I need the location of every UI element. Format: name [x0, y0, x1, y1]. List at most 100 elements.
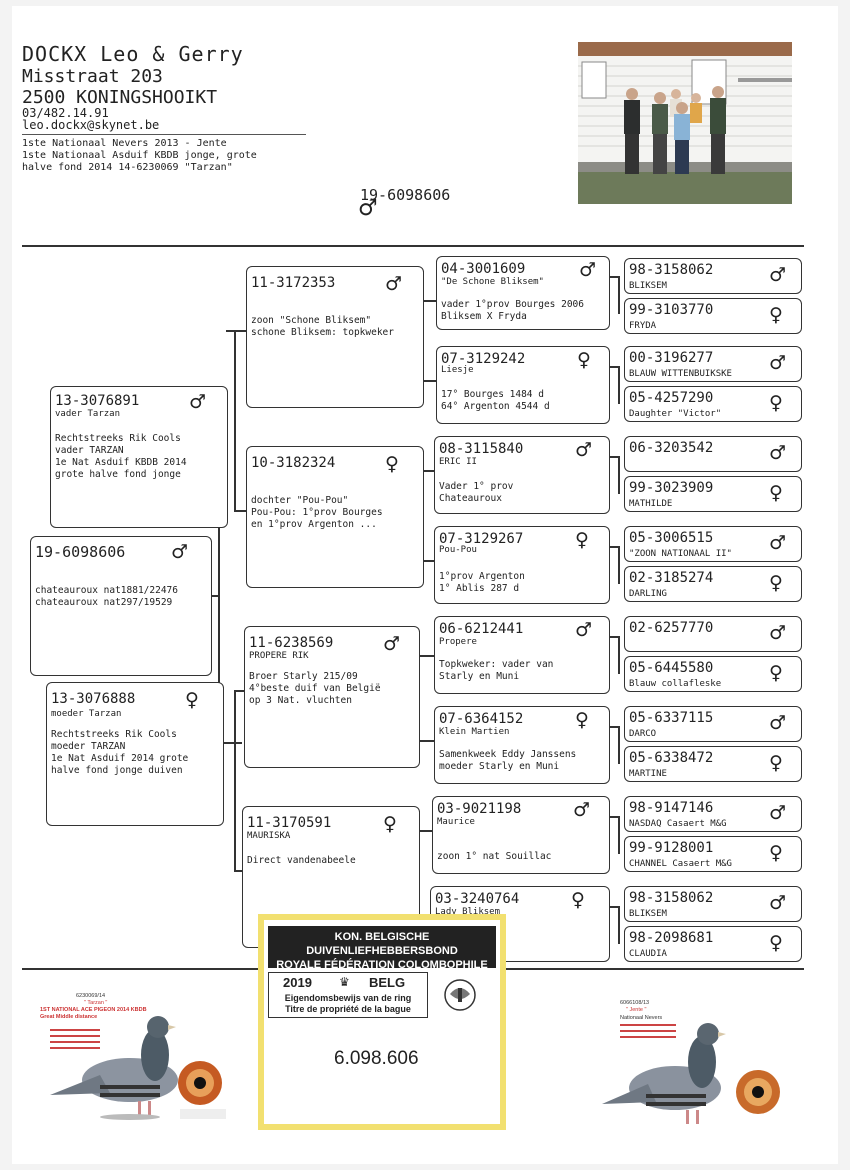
pedigree-grandparent[interactable]: 11-3172353 ♂ zoon "Schone Bliksem" schon… — [246, 266, 424, 408]
pedigree-sire[interactable]: 13-3076891 vader Tarzan ♂ Rechtstreeks R… — [50, 386, 228, 528]
ring-number: 02-3185274 — [629, 570, 714, 586]
male-icon: ♂ — [769, 712, 787, 734]
federation-banner: KON. BELGISCHE DUIVENLIEFHEBBERSBOND ROY… — [268, 926, 496, 985]
connector — [610, 546, 618, 548]
description: Rechtstreeks Rik Cools vader TARZAN 1e N… — [55, 433, 187, 480]
owner-city: 2500 KONINGSHOOIKT — [22, 87, 218, 108]
photo-ring: 6066108/13 — [620, 1000, 650, 1006]
description: Rechtstreeks Rik Cools moeder TARZAN 1e … — [51, 729, 189, 776]
pigeon-name: Daughter "Victor" — [629, 409, 722, 419]
ring-number: 98-3158062 — [629, 890, 714, 906]
ring-number: 98-2098681 — [629, 930, 714, 946]
pedigree-grandparent[interactable]: 11-6238569 PROPERE RIK ♂ Broer Starly 21… — [244, 626, 420, 768]
ring-certificate-box: 2019 ♛ BELG Eigendomsbewijs van de ring … — [268, 972, 428, 1018]
subject-ring: 19-6098606 — [360, 186, 451, 204]
owner-street: Misstraat 203 — [22, 66, 163, 87]
photo-ring: 6230069/14 — [76, 993, 106, 999]
pigeon-name: NASDAQ Casaert M&G — [629, 819, 727, 829]
ring-ownership-card: KON. BELGISCHE DUIVENLIEFHEBBERSBOND ROY… — [258, 914, 506, 1130]
pedigree-grandparent[interactable]: 10-3182324 ♀ dochter "Pou-Pou" Pou-Pou: … — [246, 446, 424, 588]
connector — [610, 276, 618, 278]
pigeon-name: BLIKSEM — [629, 909, 667, 919]
male-icon: ♂ — [769, 264, 787, 286]
ring-number: 99-3103770 — [629, 302, 714, 318]
federation-name-fr: ROYALE FÉDÉRATION COLOMBOPHILE BELGE — [276, 959, 488, 985]
owner-name: DOCKX Leo & Gerry — [22, 42, 244, 66]
pedigree-subject[interactable]: 19-6098606 ♂ chateauroux nat1881/22476 c… — [30, 536, 212, 676]
ownership-title-nl: Eigendomsbewijs van de ring — [284, 993, 412, 1003]
pedigree-great-great-grandparent[interactable]: 05-3006515"ZOON NATIONAAL II"♂ — [624, 526, 802, 562]
description: vader 1°prov Bourges 2006 Bliksem X Fryd… — [441, 299, 584, 322]
connector — [618, 366, 620, 404]
connector — [424, 300, 436, 302]
ring-card-number: 6.098.606 — [334, 1048, 419, 1069]
pedigree-dam[interactable]: 13-3076888 moeder Tarzan ♀ Rechtstreeks … — [46, 682, 224, 826]
photo-nick: " Tarzan " — [84, 1000, 108, 1006]
ring-number: 07-3129242 — [441, 351, 526, 367]
pedigree-great-grandparent[interactable]: 06-6212441 Propere ♂ Topkweker: vader va… — [434, 616, 610, 694]
female-icon: ♀ — [577, 349, 591, 371]
pigeon-name: Propere — [439, 637, 477, 647]
female-icon: ♀ — [575, 709, 589, 731]
male-icon: ♂ — [385, 273, 403, 295]
ring-number: 19-6098606 — [35, 543, 126, 561]
connector — [618, 816, 620, 854]
pedigree-great-grandparent[interactable]: 07-3129267 Pou-Pou ♀ 1°prov Argenton 1° … — [434, 526, 610, 604]
connector — [234, 330, 236, 510]
federation-name-nl: KON. BELGISCHE DUIVENLIEFHEBBERSBOND — [306, 931, 458, 957]
pedigree-great-great-grandparent[interactable]: 02-6257770♂ — [624, 616, 802, 652]
pedigree-great-grandparent[interactable]: 03-9021198 Maurice ♂ zoon 1° nat Souilla… — [432, 796, 610, 874]
pigeon-name: Maurice — [437, 817, 475, 827]
description: chateauroux nat1881/22476 chateauroux na… — [35, 585, 178, 608]
connector — [420, 740, 436, 742]
ring-number: 05-4257290 — [629, 390, 714, 406]
pigeon-name: DARCO — [629, 729, 657, 739]
pedigree-great-great-grandparent[interactable]: 06-3203542♂ — [624, 436, 802, 472]
ring-number: 98-3158062 — [629, 262, 714, 278]
connector — [618, 276, 620, 314]
ring-number: 02-6257770 — [629, 620, 714, 636]
owner-phone: 03/482.14.91 — [22, 106, 109, 120]
description: Vader 1° prov Chateauroux — [439, 481, 514, 504]
ring-number: 06-6212441 — [439, 621, 524, 637]
description: Samenkweek Eddy Janssens moeder Starly e… — [439, 749, 577, 772]
subject-male-icon: ♂ — [358, 196, 378, 221]
connector — [420, 830, 436, 832]
pedigree-great-grandparent[interactable]: 07-6364152 Klein Martien ♀ Samenkweek Ed… — [434, 706, 610, 784]
connector — [222, 742, 242, 744]
ring-number: 07-3129267 — [439, 531, 524, 547]
male-icon: ♂ — [769, 532, 787, 554]
pedigree-great-grandparent[interactable]: 04-3001609 "De Schone Bliksem" ♂ vader 1… — [436, 256, 610, 330]
family-photo — [578, 42, 792, 204]
pigeon-name: Pou-Pou — [439, 545, 477, 555]
connector — [424, 380, 436, 382]
description: Broer Starly 215/09 4°beste duif van Bel… — [249, 671, 381, 706]
ring-number: 07-6364152 — [439, 711, 524, 727]
pedigree-great-grandparent[interactable]: 08-3115840 ERIC II ♂ Vader 1° prov Chate… — [434, 436, 610, 514]
connector — [424, 470, 436, 472]
female-icon: ♀ — [185, 689, 199, 711]
female-icon: ♀ — [769, 932, 783, 954]
ring-number: 00-3196277 — [629, 350, 714, 366]
photo-caption: Nationaal Nevers — [620, 1015, 663, 1021]
ring-number: 11-3170591 — [247, 815, 332, 831]
pigeon-name: FRYDA — [629, 321, 657, 331]
owner-email[interactable]: leo.dockx@skynet.be — [22, 118, 160, 132]
photo-nick: " Jente " — [626, 1007, 647, 1013]
pedigree-great-grandparent[interactable]: 07-3129242 Liesje ♀ 17° Bourges 1484 d 6… — [436, 346, 610, 424]
federation-logo-icon — [440, 978, 480, 1012]
male-icon: ♂ — [769, 892, 787, 914]
